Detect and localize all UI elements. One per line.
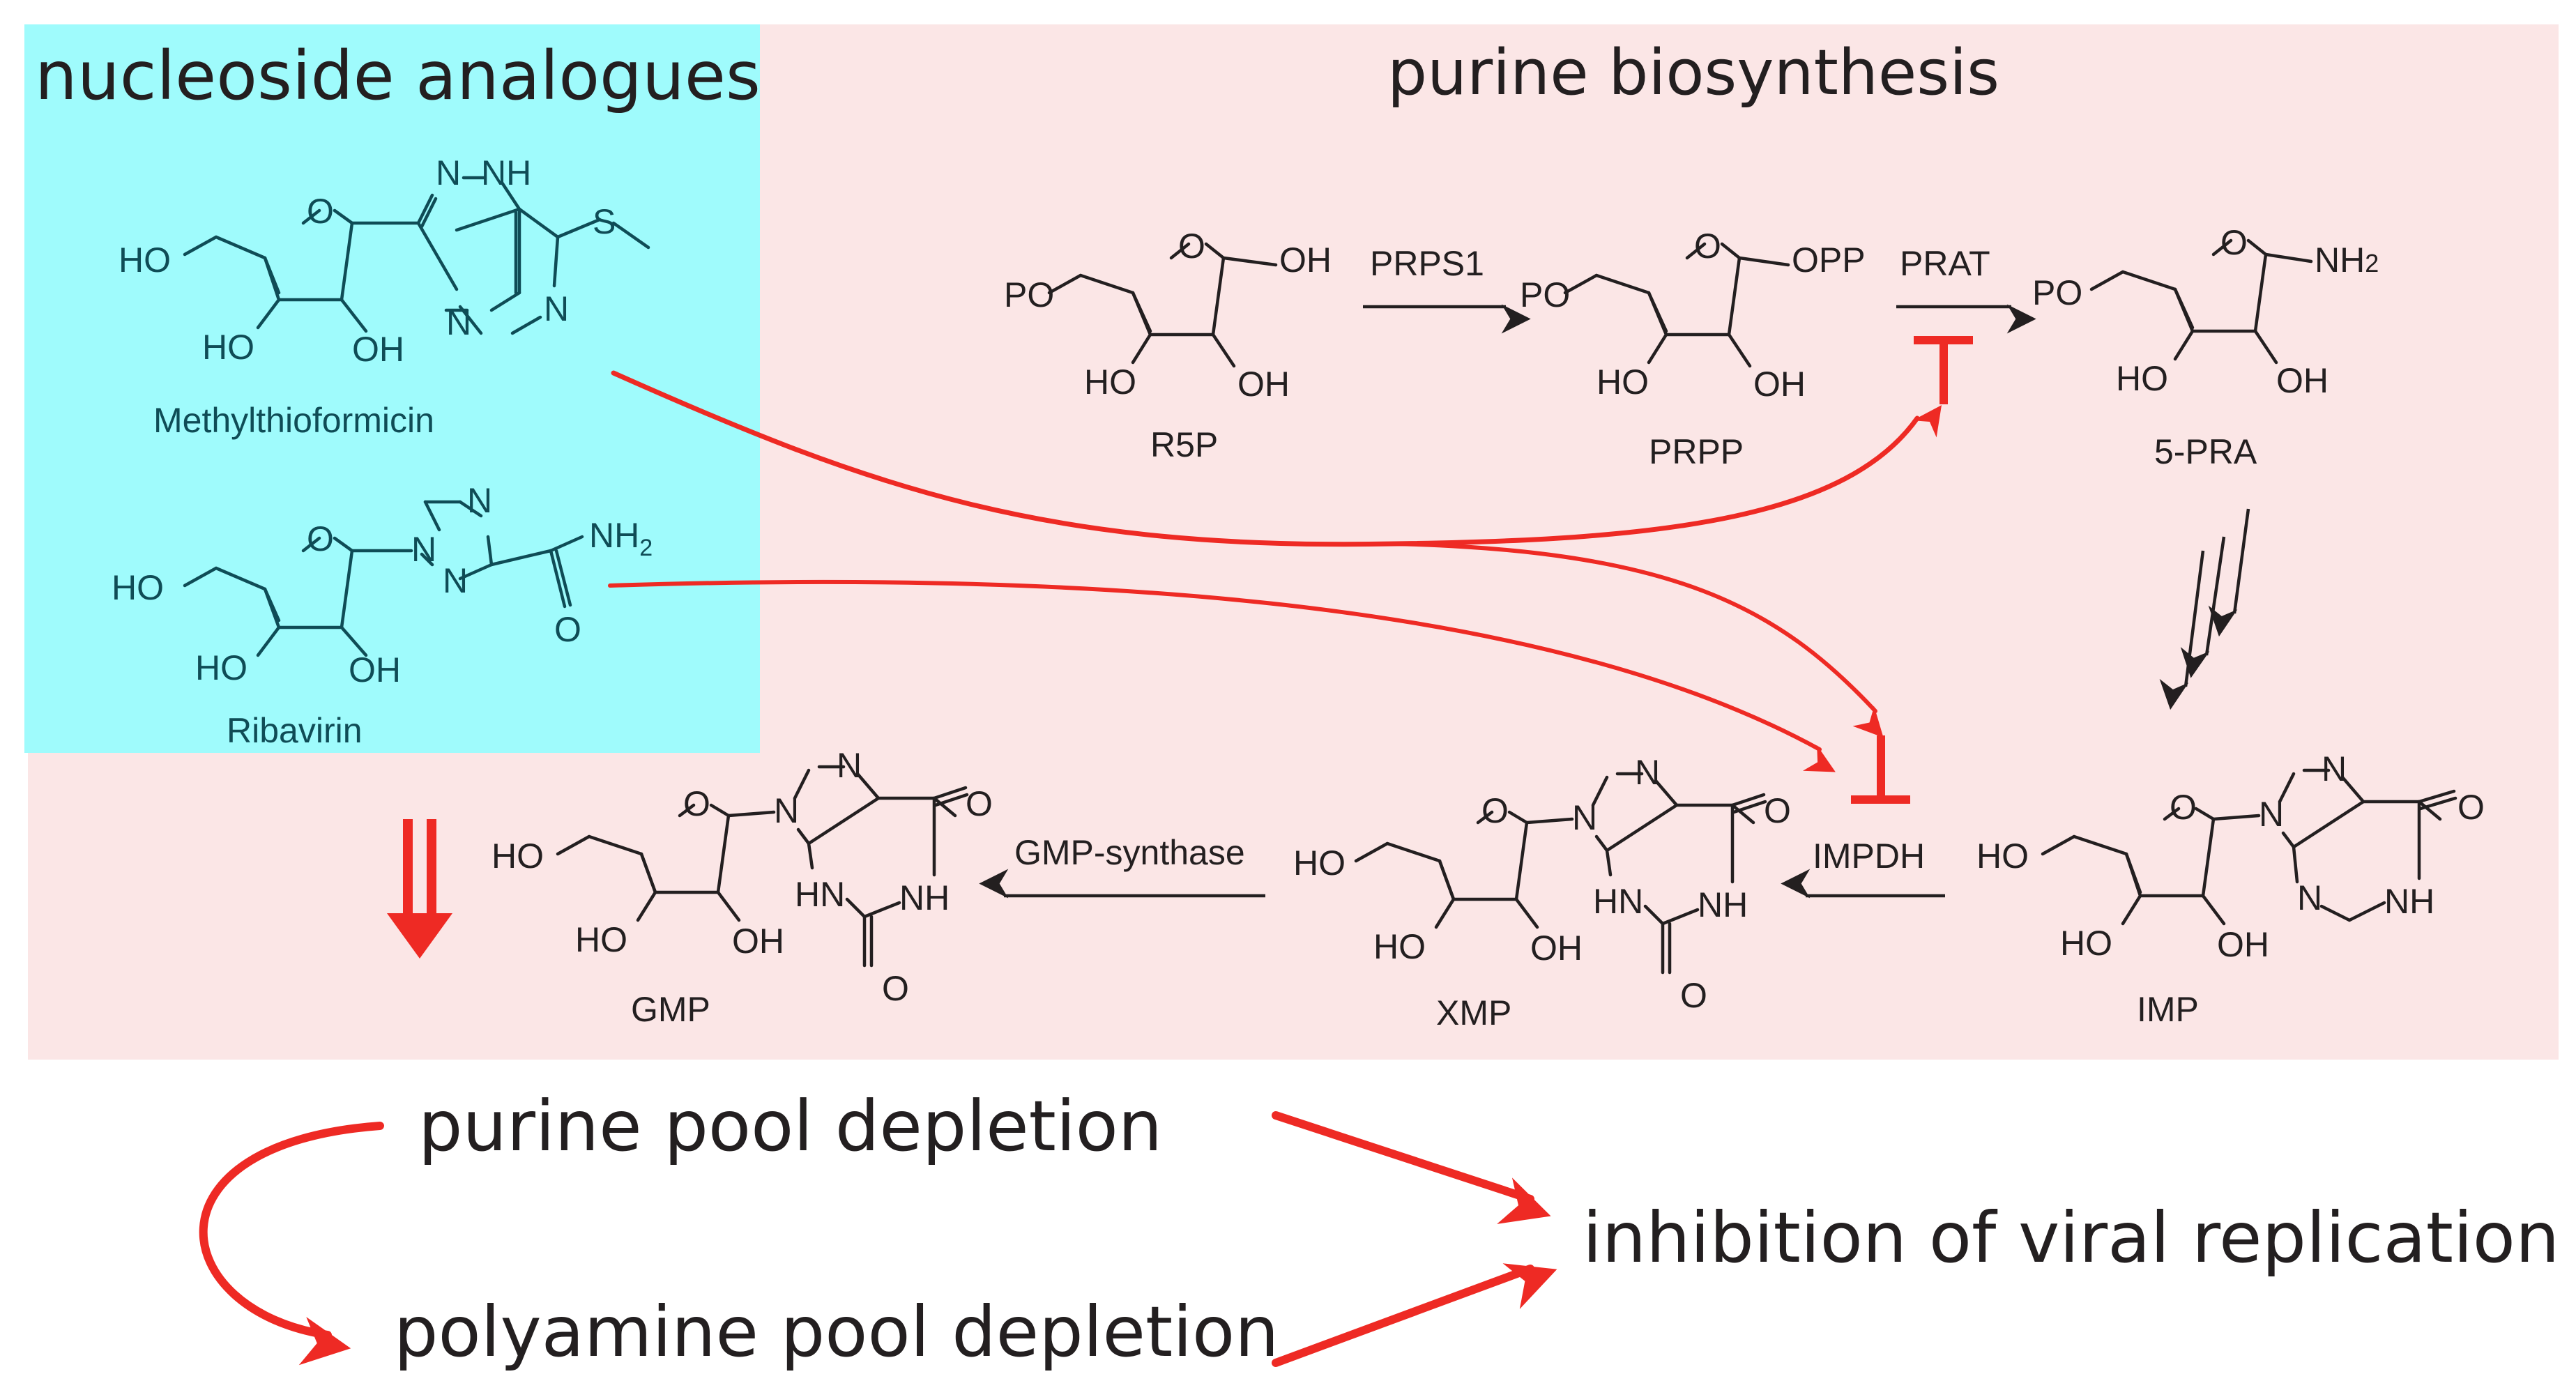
rib-o-amide-label: O (554, 610, 581, 649)
rib-oh3-label: OH (349, 650, 401, 689)
pra-nh2-label: NH2 (2315, 241, 2379, 280)
mtf-name-label: Methylthioformicin (153, 401, 434, 440)
gmp-o2-label: O (882, 969, 909, 1008)
r5p-name-label: R5P (1150, 425, 1218, 464)
prps1-label: PRPS1 (1370, 244, 1484, 283)
pra-o-label: O (2220, 223, 2248, 262)
prpp-o-label: O (1694, 227, 1721, 266)
mtf-to-prat-curve (611, 370, 1942, 547)
gmp-n7-label: N (837, 746, 862, 785)
mtf-ho5-label: HO (119, 241, 171, 280)
prpp-ho-label: HO (1596, 362, 1649, 402)
rib-name-label: Ribavirin (227, 711, 363, 750)
pra-po-label: PO (2032, 273, 2082, 312)
purine-to-viral-arrow (1272, 1111, 1551, 1224)
imp-n9-label: N (2259, 795, 2284, 834)
xmp-nh-label: NH (1698, 885, 1748, 924)
mtf-n-right-label: N (544, 289, 569, 328)
polyamine-to-viral-arrow (1272, 1263, 1557, 1367)
impdh-label: IMPDH (1813, 837, 1925, 876)
gmp-name-label: GMP (631, 990, 710, 1029)
mtf-o-ring-label: O (307, 192, 334, 231)
purine-to-polyamine-arrow (199, 1122, 384, 1366)
imp-ho5-label: HO (1976, 837, 2029, 876)
rib-o-ring-label: O (307, 519, 334, 558)
pra-name-label: 5-PRA (2154, 432, 2257, 471)
analogue-box-title: nucleoside analogues (35, 37, 761, 115)
r5p-structure (1047, 242, 1278, 368)
imp-structure (2041, 768, 2457, 926)
gmp-oh-label: OH (732, 922, 784, 961)
mtf-oh3-label: OH (352, 330, 404, 369)
prpp-oh-label: OH (1753, 365, 1806, 404)
pra-oh-label: OH (2276, 361, 2329, 400)
viral-replication-inhibition-label: inhibition of viral replication (1583, 1197, 2559, 1278)
methylthioformicin-structure (183, 176, 650, 335)
gmp-structure (556, 765, 969, 968)
rib-n-top-label: N (467, 481, 492, 520)
xmp-ho5-label: HO (1293, 843, 1346, 883)
mtf-n1-label: N (436, 153, 461, 192)
xmp-o-label: O (1481, 791, 1509, 830)
mtf-ho2-label: HO (202, 328, 254, 367)
purine-pool-depletion-label: purine pool depletion (418, 1085, 1162, 1167)
pra-ho-label: HO (2116, 359, 2168, 398)
rib-n2-label: N (443, 561, 468, 600)
gmp-o6-label: O (966, 784, 993, 823)
xmp-n9-label: N (1572, 798, 1597, 837)
gmp-nh-label: NH (899, 878, 950, 917)
prpp-opp-label: OPP (1792, 241, 1866, 280)
analogue-box (24, 24, 760, 753)
xmp-o6-label: O (1764, 791, 1791, 830)
imp-nh-label: NH (2384, 882, 2434, 921)
gmp-ho5-label: HO (491, 837, 544, 876)
imp-oh-label: OH (2217, 925, 2269, 964)
gmp-hn-label: HN (795, 875, 845, 914)
xmp-structure (1354, 772, 1767, 975)
r5p-oh-label: OH (1237, 365, 1290, 404)
mtf-to-impdh-curve (1392, 542, 1884, 738)
r5p-oh1-label: OH (1279, 241, 1332, 280)
imp-n7-label: N (2322, 749, 2347, 788)
xmp-hn-label: HN (1593, 882, 1643, 921)
ribavirin-to-impdh-curve (608, 579, 1836, 772)
mtf-nh-label: NH (481, 153, 531, 192)
polyamine-pool-depletion-label: polyamine pool depletion (394, 1291, 1279, 1373)
rib-nh2-label: NH2 (589, 516, 653, 561)
r5p-ho-label: HO (1084, 362, 1136, 402)
imp-n3-label: N (2297, 878, 2322, 917)
pra-structure (2089, 238, 2313, 365)
imp-name-label: IMP (2137, 990, 2199, 1029)
imp-ho-label: HO (2060, 924, 2112, 963)
rib-ho2-label: HO (195, 648, 247, 687)
prpp-po-label: PO (1520, 275, 1570, 314)
rib-n1-label: N (411, 530, 436, 569)
prpp-name-label: PRPP (1649, 432, 1744, 471)
imp-o-label: O (2170, 788, 2197, 827)
pathway-box-title: purine biosynthesis (1387, 36, 1999, 109)
mtf-n-low-label: N (446, 303, 471, 342)
gmp-ho-label: HO (575, 920, 627, 959)
r5p-po-label: PO (1004, 275, 1054, 314)
mtf-s-label: S (593, 202, 616, 241)
gmp-o-label: O (683, 784, 710, 823)
xmp-n7-label: N (1635, 753, 1660, 792)
gmp-depletion-double-arrow (387, 819, 452, 959)
xmp-o2-label: O (1680, 976, 1707, 1015)
xmp-ho-label: HO (1373, 927, 1426, 966)
prat-label: PRAT (1900, 244, 1990, 283)
imp-o6-label: O (2457, 788, 2485, 827)
prpp-structure (1563, 242, 1790, 368)
gmp-synthase-label: GMP-synthase (1014, 833, 1245, 872)
gmp-n9-label: N (774, 791, 799, 830)
xmp-oh-label: OH (1530, 929, 1583, 968)
multi-step-arrow-3 (2208, 508, 2250, 637)
rib-ho5-label: HO (112, 568, 164, 607)
r5p-o-label: O (1178, 227, 1205, 266)
xmp-name-label: XMP (1436, 993, 1511, 1032)
ribavirin-structure (183, 500, 584, 657)
